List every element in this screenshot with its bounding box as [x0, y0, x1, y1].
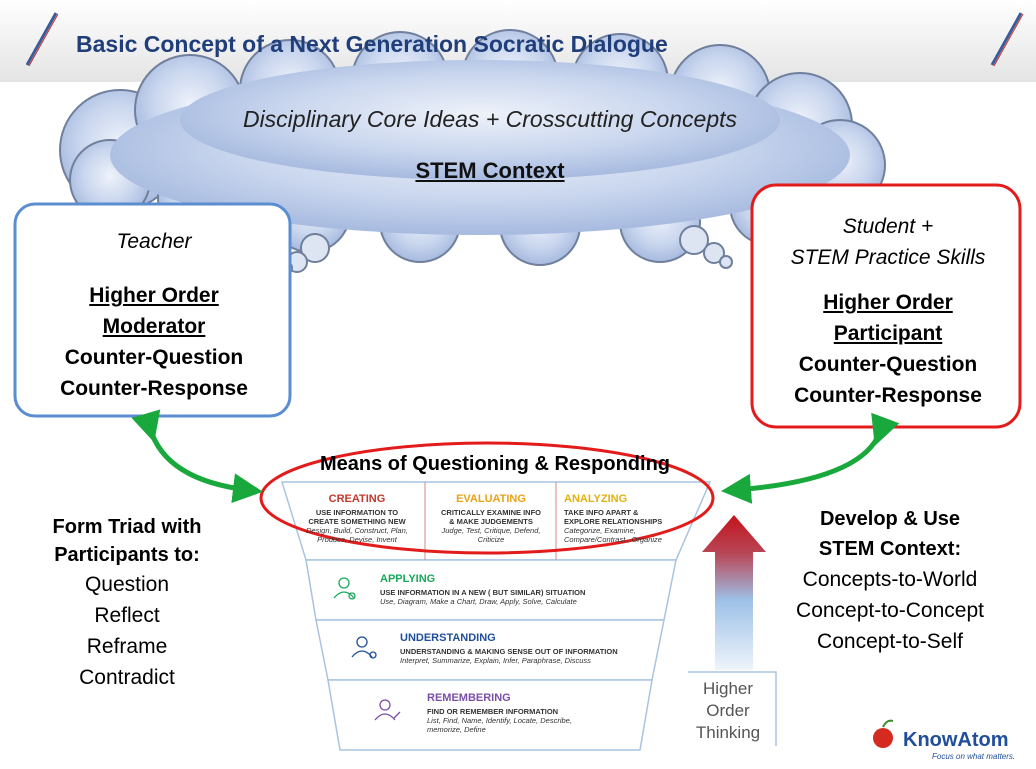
teacher-link-arrow [131, 409, 263, 504]
thought-bubbles [279, 225, 733, 275]
left-item: Reframe [86, 635, 168, 658]
right-heading-line2: STEM Context: [818, 538, 962, 560]
higher-order-thinking-label: Higher Order Thinking [680, 678, 776, 744]
remembering-desc: FIND OR REMEMBER INFORMATION [427, 707, 559, 716]
cloud-concepts-text: Disciplinary Core Ideas + Crosscutting C… [242, 106, 738, 132]
level-understanding: UNDERSTANDING UNDERSTANDING & MAKING SEN… [400, 632, 660, 665]
header-slash-left-red [28, 13, 59, 67]
analyzing-desc-1: TAKE INFO APART & [564, 508, 639, 517]
level-creating: CREATING USE INFORMATION TO CREATE SOMET… [292, 493, 422, 544]
evaluating-examples-1: Judge, Test, Critique, Defend, [441, 526, 541, 535]
understanding-icon [351, 636, 377, 659]
analyzing-examples-2: Compare/Contrast , Organize [564, 535, 662, 544]
page-title: Basic Concept of a Next Generation Socra… [76, 31, 668, 57]
creating-desc-1: USE INFORMATION TO [315, 508, 399, 517]
student-heading-line2: Participant [833, 322, 943, 345]
applying-icon [333, 577, 356, 600]
student-role-line1: Student + [842, 215, 934, 238]
understanding-examples: Interpret, Summarize, Explain, Infer, Pa… [400, 656, 591, 665]
right-item: Concepts-to-World [802, 568, 978, 591]
means-title: Means of Questioning & Responding [320, 453, 670, 475]
evaluating-examples-2: Criticize [477, 535, 505, 544]
applying-examples: Use, Diagram, Make a Chart, Draw, Apply,… [380, 597, 577, 606]
student-heading-line1: Higher Order [823, 291, 953, 314]
remembering-title: REMEMBERING [427, 692, 511, 704]
analyzing-desc-2: EXPLORE RELATIONSHIPS [564, 517, 663, 526]
hot-line2: Order [706, 701, 750, 720]
teacher-counter-response: Counter-Response [60, 377, 248, 400]
higher-order-arrow [702, 515, 766, 670]
teacher-heading-line2: Moderator [102, 315, 206, 338]
cloud-stem-context: STEM Context [415, 158, 565, 183]
student-counter-question: Counter-Question [798, 353, 978, 376]
student-link-arrow [721, 412, 900, 504]
understanding-desc: UNDERSTANDING & MAKING SENSE OUT OF INFO… [400, 647, 618, 656]
understanding-title: UNDERSTANDING [400, 632, 496, 644]
left-triad-text: Form Triad with Participants to: Questio… [20, 513, 234, 693]
hot-line3: Thinking [695, 723, 761, 742]
analyzing-title: ANALYZING [564, 493, 628, 505]
creating-examples-2: Produce, Devise, Invent [317, 535, 397, 544]
level-analyzing: ANALYZING TAKE INFO APART & EXPLORE RELA… [564, 493, 692, 544]
creating-examples-1: Design, Build, Construct, Plan, [306, 526, 408, 535]
teacher-box-content: Teacher Higher Order Moderator Counter-Q… [15, 230, 293, 404]
creating-title: CREATING [328, 493, 386, 505]
student-counter-response: Counter-Response [794, 384, 982, 407]
applying-title: APPLYING [380, 573, 436, 585]
right-heading-line1: Develop & Use [819, 508, 961, 530]
remembering-icon [374, 699, 401, 721]
knowatom-tagline: Focus on what matters. [932, 752, 1016, 761]
applying-desc: USE INFORMATION IN A NEW ( BUT SIMILAR) … [380, 588, 586, 597]
hot-line1: Higher [702, 679, 754, 698]
left-item: Contradict [79, 666, 175, 689]
remembering-examples-2: memorize, Define [427, 725, 486, 734]
teacher-counter-question: Counter-Question [64, 346, 244, 369]
student-role-line2: STEM Practice Skills [790, 246, 986, 269]
level-applying: APPLYING USE INFORMATION IN A NEW ( BUT … [380, 573, 670, 606]
header-slash-right [990, 12, 1023, 66]
right-item: Concept-to-Concept [796, 599, 984, 622]
right-stem-text: Develop & Use STEM Context: Concepts-to-… [776, 504, 1004, 657]
student-box-content: Student + STEM Practice Skills Higher Or… [752, 211, 1024, 411]
left-heading-line2: Participants to: [54, 544, 200, 566]
apple-logo-icon [873, 719, 894, 748]
evaluating-desc-1: CRITICALLY EXAMINE INFO [440, 508, 541, 517]
evaluating-desc-2: & MAKE JUDGEMENTS [449, 517, 533, 526]
evaluating-title: EVALUATING [456, 493, 526, 505]
remembering-examples-1: List, Find, Name, Identify, Locate, Desc… [427, 716, 572, 725]
knowatom-logo: KnowAtom [903, 729, 1009, 751]
left-item: Reflect [94, 604, 160, 627]
teacher-role: Teacher [116, 230, 192, 253]
question-funnel [280, 481, 712, 751]
left-item: Question [84, 573, 170, 596]
analyzing-examples-1: Categorize, Examine, [564, 526, 636, 535]
header-slash-right-red [993, 13, 1024, 67]
creating-desc-2: CREATE SOMETHING NEW [308, 517, 406, 526]
left-heading-line1: Form Triad with [52, 516, 202, 538]
level-remembering: REMEMBERING FIND OR REMEMBER INFORMATION… [427, 692, 637, 734]
teacher-heading-line1: Higher Order [89, 284, 219, 307]
header-slash-left [25, 12, 58, 66]
level-evaluating: EVALUATING CRITICALLY EXAMINE INFO & MAK… [427, 493, 555, 544]
hot-box [688, 671, 777, 746]
right-item: Concept-to-Self [817, 630, 963, 653]
